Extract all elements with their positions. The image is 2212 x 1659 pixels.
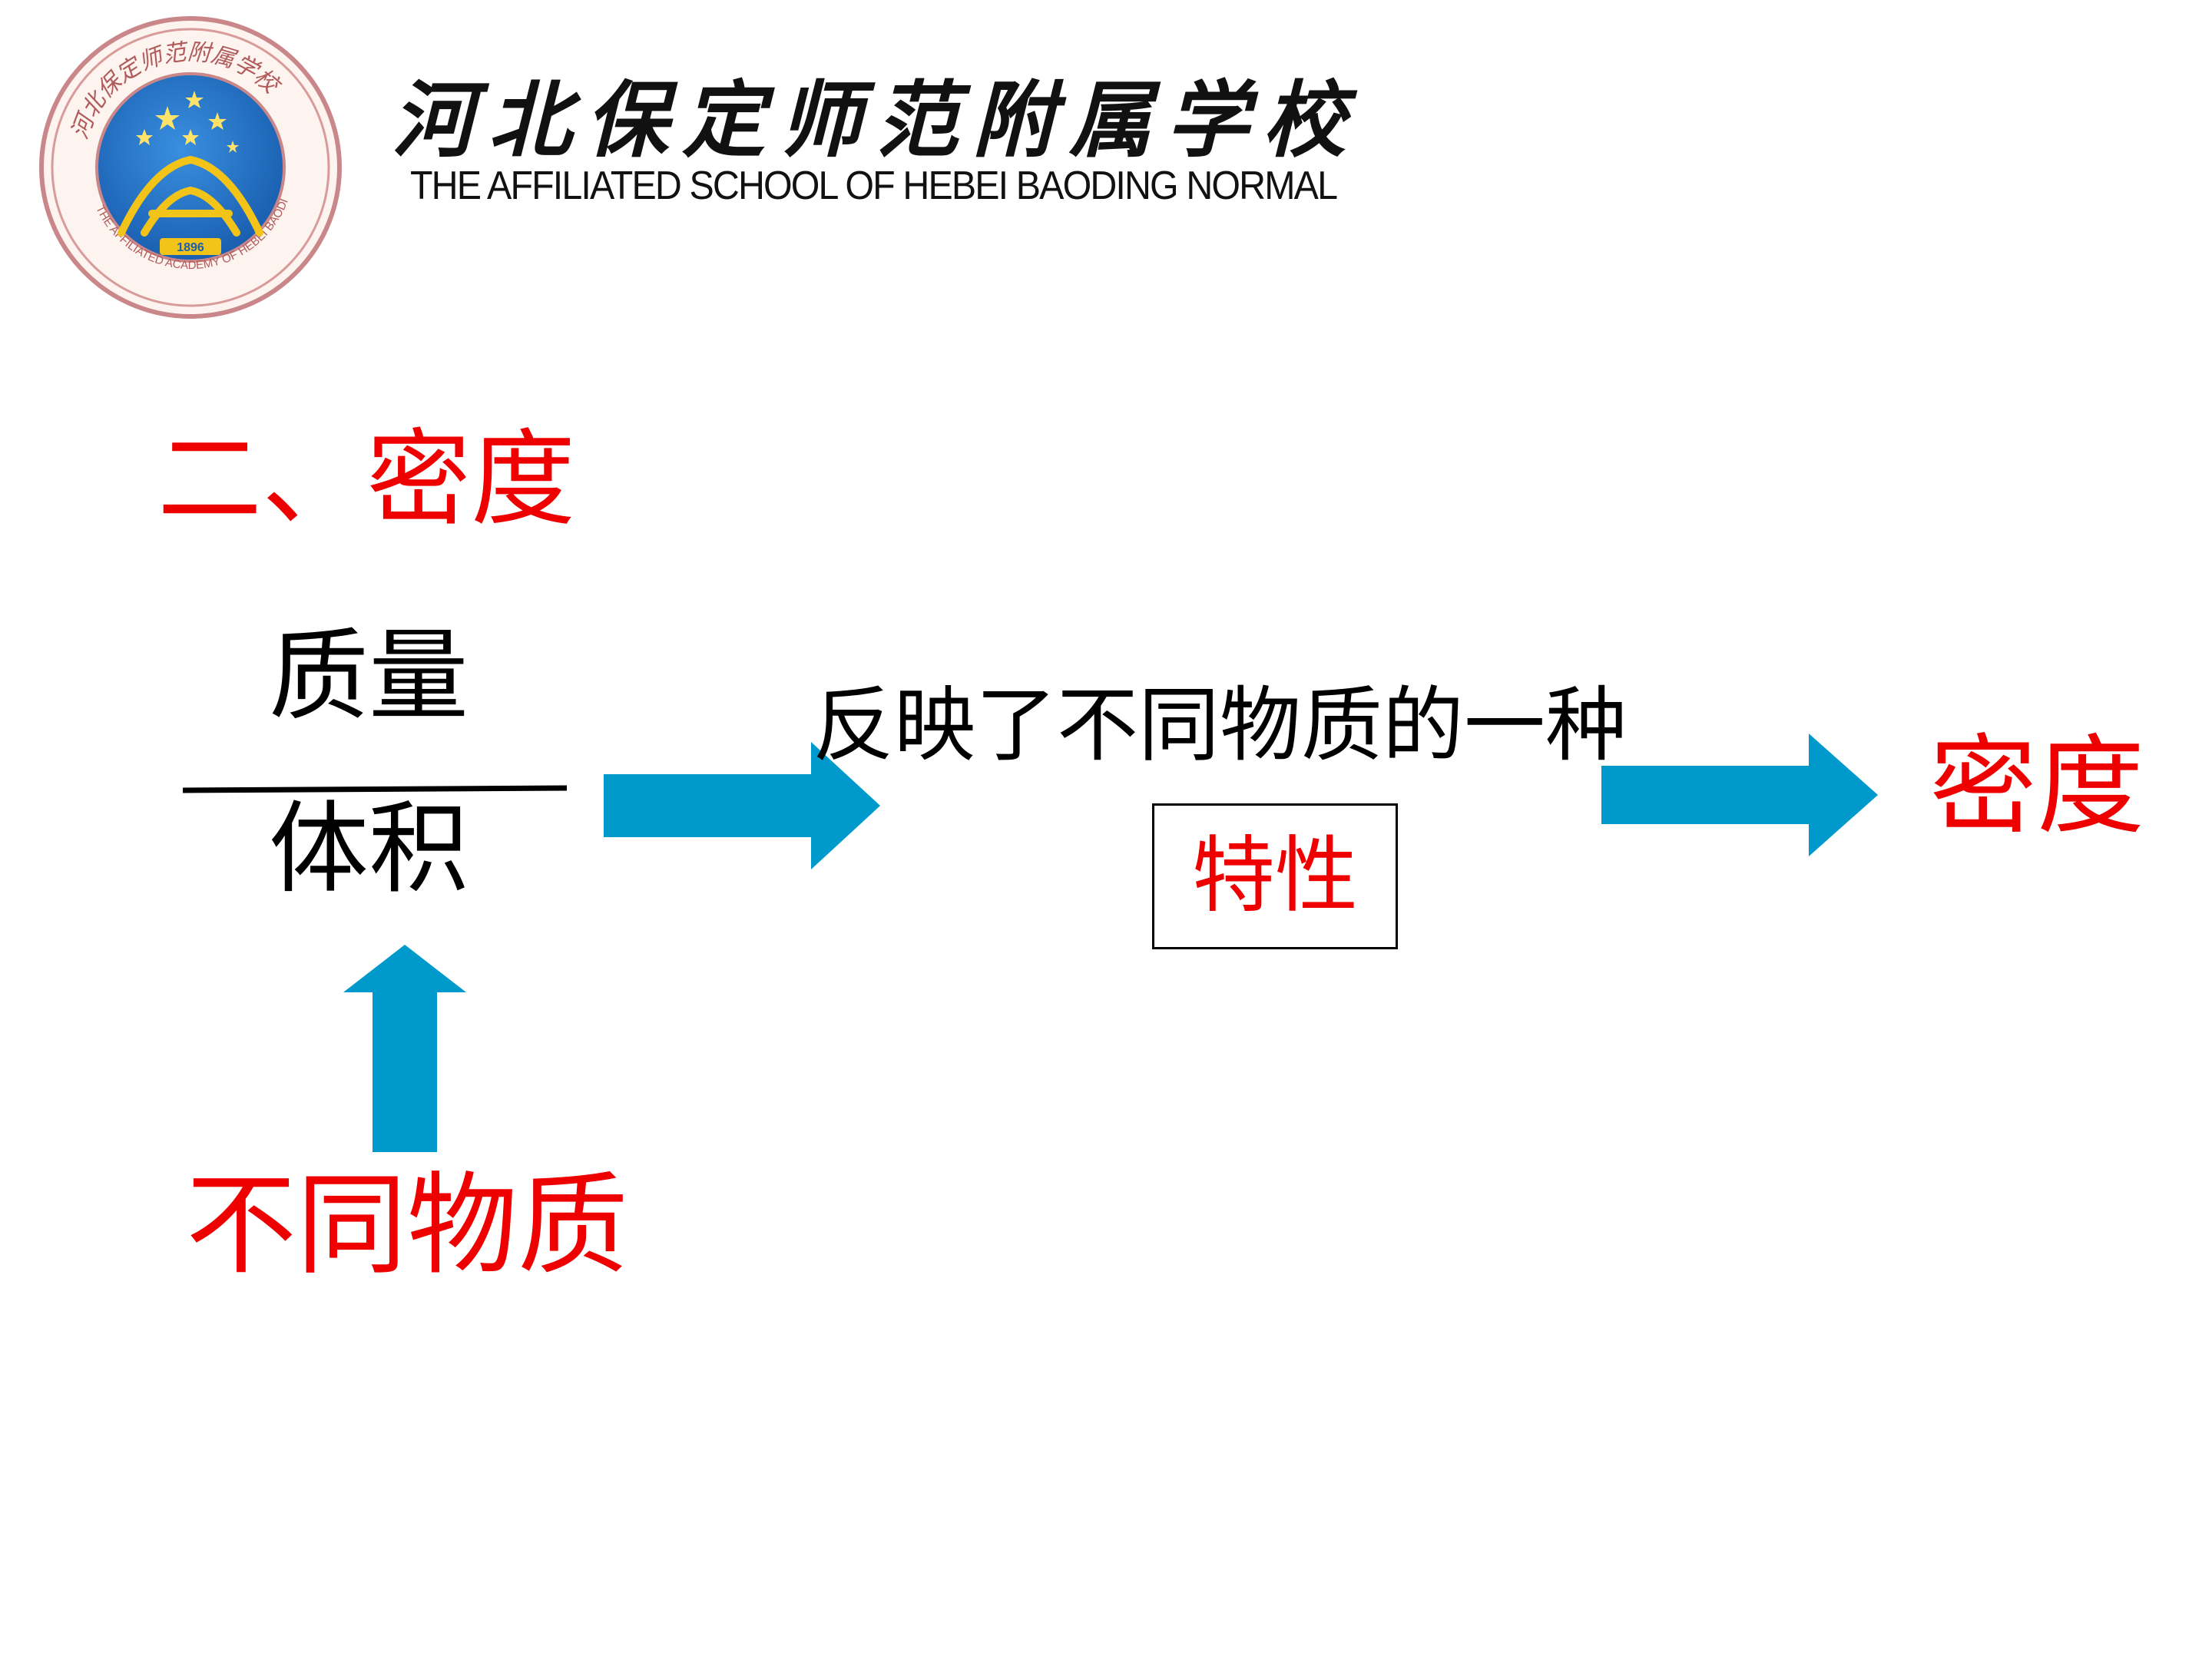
property-answer-box: 特性 bbox=[1152, 803, 1398, 949]
different-substances-label: 不同物质 bbox=[186, 1161, 629, 1290]
school-emblem-icon: 河北保定师范附属学校 THE AFFILIATED ACADEMY OF HEB… bbox=[32, 4, 344, 321]
school-name-cn: 河北保定师范附属学校 bbox=[392, 72, 1360, 169]
school-name-en: THE AFFILIATED SCHOOL OF HEBEI BAODING N… bbox=[410, 164, 1338, 208]
property-text: 特性 bbox=[1191, 828, 1358, 924]
arrow-up-icon bbox=[343, 945, 466, 1152]
logo-year: 1896 bbox=[177, 241, 204, 254]
fraction-numerator: 质量 bbox=[269, 618, 469, 734]
arrow-right-icon bbox=[604, 742, 880, 869]
fraction-denominator: 体积 bbox=[269, 790, 469, 907]
logo-stars bbox=[136, 91, 239, 153]
arrow-right-icon bbox=[1601, 733, 1878, 856]
logo-mark bbox=[118, 155, 263, 237]
density-result-label: 密度 bbox=[1929, 724, 2145, 849]
reflects-text: 反映了不同物质的一种 bbox=[813, 678, 1627, 773]
section-title: 二、密度 bbox=[157, 419, 575, 541]
